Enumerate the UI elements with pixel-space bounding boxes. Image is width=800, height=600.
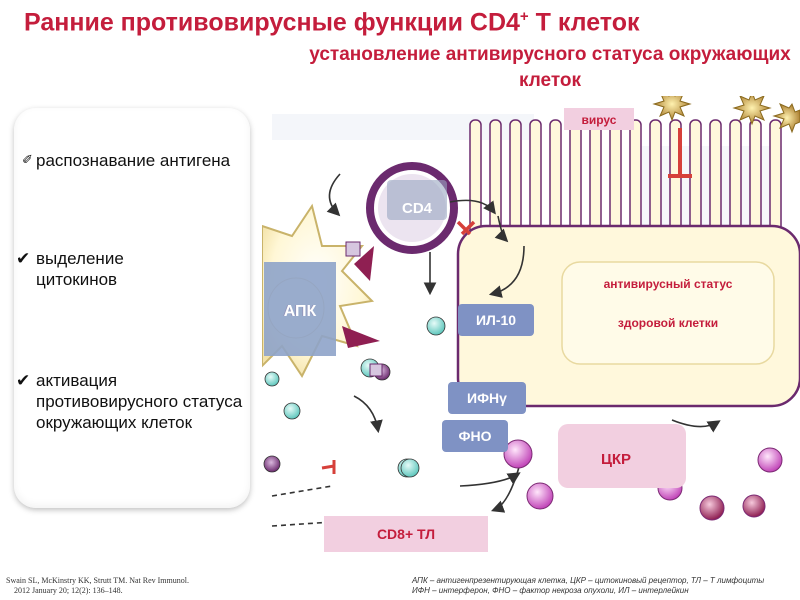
receptor-icon bbox=[342, 326, 380, 348]
check-icon: ✔ bbox=[16, 371, 31, 390]
reference-line2: 2012 January 20; 12(2): 136–148. bbox=[14, 586, 123, 595]
dashed-arrow bbox=[271, 485, 333, 497]
ckr-label: ЦКР bbox=[601, 451, 631, 468]
cytokine-particle bbox=[263, 241, 446, 478]
arrow bbox=[353, 395, 383, 434]
fno-label: ФНО bbox=[459, 428, 492, 444]
title-tail: Т клеток bbox=[528, 8, 640, 37]
pencil-check-icon: ✐ bbox=[22, 152, 33, 167]
apk-box bbox=[264, 262, 336, 356]
arrow bbox=[488, 245, 525, 298]
arrow bbox=[326, 173, 341, 217]
virus-icon bbox=[652, 96, 692, 122]
virus-label: вирус bbox=[582, 113, 617, 127]
virus-label-box bbox=[564, 108, 634, 130]
bullet-panel: ✐ распознавание антигена ✔ выделение цит… bbox=[14, 108, 250, 508]
virus-icon bbox=[732, 96, 772, 126]
antiviral-label-line2: здоровой клетки bbox=[618, 316, 718, 330]
bullet-cytokines: выделение цитокинов bbox=[36, 249, 124, 289]
healthy-cell: антивирусный статус здоровой клетки bbox=[456, 119, 800, 408]
apk-box-label: АПК bbox=[284, 303, 317, 320]
title-main: Ранние противовирусные функции CD4 bbox=[24, 8, 520, 37]
arrow bbox=[494, 215, 509, 243]
virus-icon bbox=[772, 102, 800, 134]
dashed-arrow bbox=[271, 521, 333, 527]
bullet-recognition: распознавание антигена bbox=[36, 151, 231, 170]
slide-subtitle: установление антивирусного статуса окруж… bbox=[309, 44, 791, 91]
abbreviations-line2: ИФН – интерферон, ФНО – фактор некроза о… bbox=[412, 586, 689, 595]
bullet-activation: активация противовирусного статуса окруж… bbox=[36, 371, 243, 432]
abbreviations: АПК – антигенпрезентирующая клетка, ЦКР … bbox=[412, 576, 764, 596]
title-superscript: + bbox=[519, 8, 529, 25]
ckr-box bbox=[558, 424, 686, 488]
cd8-label: CD8+ ТЛ bbox=[377, 526, 435, 542]
antiviral-status-box bbox=[561, 261, 775, 365]
slide-title: Ранние противовирусные функции CD4+ Т кл… bbox=[24, 8, 639, 37]
inhibition-icon bbox=[456, 220, 476, 236]
antiviral-label-line1: антивирусный статус bbox=[604, 277, 733, 291]
fno-box bbox=[442, 420, 508, 452]
reference: Swain SL, McKinstry KK, Strutt TM. Nat R… bbox=[6, 576, 189, 596]
reference-line1: Swain SL, McKinstry KK, Strutt TM. Nat R… bbox=[6, 576, 189, 585]
ifn-box bbox=[448, 382, 526, 414]
cd8-box bbox=[324, 516, 488, 552]
immune-diagram: антивирусный статус здоровой клетки виру… bbox=[262, 96, 800, 552]
arrow bbox=[671, 419, 721, 433]
arrow bbox=[459, 472, 521, 487]
cd4-cell: CD4 bbox=[366, 162, 458, 254]
il10-label: ИЛ-10 bbox=[476, 312, 516, 328]
arrow bbox=[449, 199, 496, 215]
receptor-icon bbox=[354, 246, 374, 281]
inhibition-icon bbox=[321, 460, 336, 474]
cd4-label: CD4 bbox=[402, 200, 433, 217]
ifn-label: ИФНγ bbox=[467, 390, 507, 406]
il10-box bbox=[458, 304, 534, 336]
check-icon: ✔ bbox=[16, 249, 31, 268]
abbreviations-line1: АПК – антигенпрезентирующая клетка, ЦКР … bbox=[412, 576, 765, 585]
